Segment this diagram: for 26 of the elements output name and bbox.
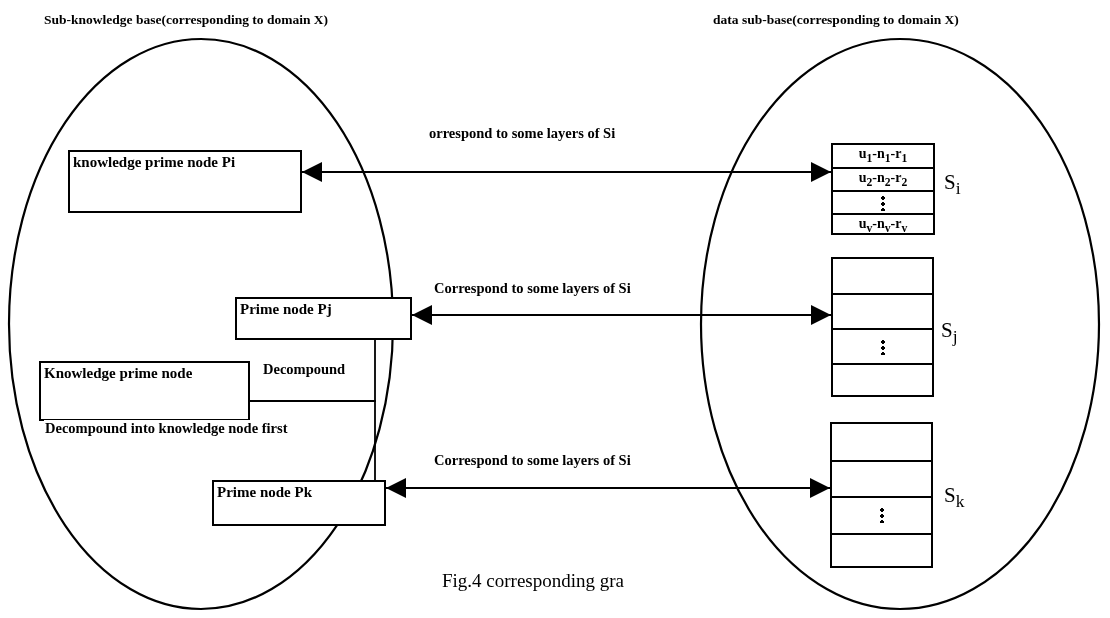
- node-box: [39, 361, 250, 421]
- connector: [249, 400, 376, 481]
- ellipse-heading: Sub-knowledge base(corresponding to domain X): [44, 12, 329, 28]
- edge-label: Correspond to some layers of Si: [433, 452, 632, 469]
- layer-label: u$_{1}$-n$_{1}$-r$_{1}$: [858, 146, 908, 165]
- node-box: [212, 480, 386, 526]
- edge-label: Correspond to some layers of Si: [433, 280, 632, 297]
- connector: [385, 478, 831, 498]
- edge-label: Decompound into knowledge node first: [44, 420, 289, 437]
- layer-label: u$_{v}$-n$_{v}$-r$_{v}$: [858, 216, 908, 235]
- stack-label: S$_{j}$: [941, 318, 958, 348]
- node-box: [235, 297, 412, 340]
- node-label: Prime node Pk: [217, 484, 312, 501]
- stack-label: S$_{k}$: [944, 483, 965, 513]
- edge-label: Decompound: [262, 361, 347, 378]
- figure-caption: Fig.4 corresponding gra: [442, 570, 625, 592]
- layer-label: u$_{2}$-n$_{2}$-r$_{2}$: [858, 170, 908, 189]
- node-label: Prime node Pj: [240, 301, 332, 318]
- node-label: Knowledge prime node: [44, 365, 193, 382]
- edge-label: orrespond to some layers of Si: [428, 125, 617, 142]
- stack-label: S$_{i}$: [944, 170, 961, 200]
- node-label: knowledge prime node Pi: [73, 154, 236, 171]
- connector: [411, 305, 832, 325]
- node-box: [68, 150, 302, 213]
- ellipse-heading: data sub-base(corresponding to domain X): [713, 12, 959, 28]
- connector: [301, 162, 832, 182]
